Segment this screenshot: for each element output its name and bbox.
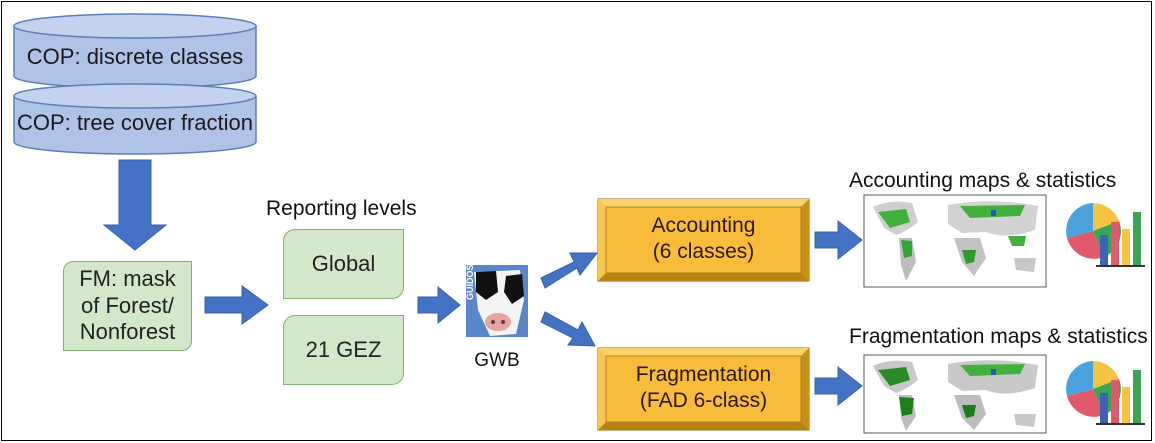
fragmentation-world-map-icon bbox=[863, 354, 1047, 434]
fragmentation-output-heading: Fragmentation maps & statistics bbox=[849, 325, 1148, 348]
arrow-gwb-to-fragmentation bbox=[540, 311, 596, 347]
gwb-logo-icon bbox=[466, 265, 528, 337]
arrow-fm-to-reporting bbox=[204, 285, 269, 325]
cop-tree-cover-label: COP: tree cover fraction bbox=[17, 110, 253, 135]
accounting-box bbox=[597, 198, 810, 282]
arrow-fragmentation-to-map bbox=[814, 365, 863, 407]
accounting-label: Accounting (6 classes) bbox=[651, 214, 756, 264]
cop-tree-cover-cylinder bbox=[13, 83, 257, 155]
global-box: Global bbox=[283, 229, 404, 299]
reporting-levels-heading: Reporting levels bbox=[266, 197, 417, 220]
cop-discrete-label: COP: discrete classes bbox=[26, 44, 244, 69]
accounting-output-heading: Accounting maps & statistics bbox=[849, 169, 1117, 192]
fragmentation-label: Fragmentation (FAD 6-class) bbox=[635, 363, 772, 413]
gwb-label: GWB bbox=[474, 350, 520, 371]
fragmentation-box bbox=[597, 347, 810, 431]
arrow-accounting-to-map bbox=[814, 219, 863, 261]
gwb-logo-text: GUIDOS bbox=[465, 264, 475, 300]
arrow-reporting-to-gwb bbox=[417, 285, 461, 325]
accounting-statistics-icon bbox=[1066, 203, 1145, 267]
arrow-gwb-to-accounting bbox=[540, 252, 599, 289]
cop-discrete-cylinder bbox=[13, 13, 257, 89]
fragmentation-statistics-icon bbox=[1066, 361, 1145, 425]
arrow-down bbox=[102, 159, 168, 251]
accounting-world-map-icon bbox=[863, 194, 1047, 288]
forest-mask-box: FM: mask of Forest/ Nonforest bbox=[63, 261, 192, 351]
gez-box: 21 GEZ bbox=[283, 315, 404, 385]
